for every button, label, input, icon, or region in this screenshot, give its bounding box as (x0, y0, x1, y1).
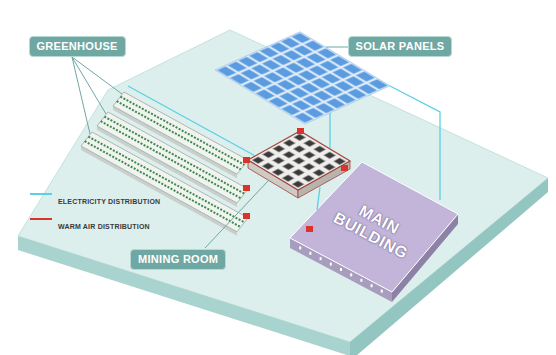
building-window (330, 263, 332, 266)
electricity-line (128, 86, 254, 155)
warm-air-duct (243, 185, 250, 191)
callout-text: GREENHOUSE (37, 40, 118, 53)
greenhouse-wall (81, 146, 237, 236)
greenhouse-row (81, 132, 248, 232)
mining-room-floor (248, 131, 350, 190)
site-slab-top (18, 30, 548, 342)
warm-air-duct (243, 213, 250, 219)
leader-line (205, 181, 268, 248)
greenhouse-plants (85, 141, 241, 227)
legend-text: WARM AIR DISTRIBUTION (58, 223, 150, 230)
building-name: MAIN BUILDING (329, 191, 421, 262)
legend-text: ELECTRICITY DISTRIBUTION (58, 198, 160, 205)
building-window (340, 268, 342, 271)
legend-row: WARM AIR DISTRIBUTION (58, 215, 150, 233)
legend-row: ELECTRICITY DISTRIBUTION (58, 190, 160, 208)
leader-line (72, 57, 106, 114)
greenhouse-plants (88, 137, 244, 223)
building-window (381, 290, 383, 293)
building-window (350, 273, 352, 276)
callout-box: MINING ROOM (130, 249, 226, 270)
building-label: MAIN BUILDING (329, 191, 421, 262)
callout-text: MINING ROOM (138, 253, 218, 266)
electricity-line (390, 86, 440, 200)
building-window (360, 279, 362, 282)
building-roof (290, 162, 458, 292)
warm-air-duct (297, 128, 304, 134)
legend-line-sample (30, 218, 52, 220)
callout-text: SOLAR PANELS (356, 40, 445, 53)
warm-air-duct (306, 226, 313, 232)
building-window (299, 246, 301, 249)
building-window (320, 257, 322, 260)
building-window (309, 252, 311, 255)
electricity-line (317, 187, 320, 210)
legend-line-sample (30, 193, 52, 195)
leader-line (72, 57, 90, 134)
electricity-line (329, 113, 330, 148)
warm-air-duct (341, 165, 348, 171)
site-slab-side (18, 236, 350, 355)
building-window (371, 284, 373, 287)
callout-box: SOLAR PANELS (348, 36, 453, 57)
warm-air-duct (243, 157, 250, 163)
callout-box: GREENHOUSE (29, 36, 126, 57)
mining-room-racks (248, 131, 350, 190)
